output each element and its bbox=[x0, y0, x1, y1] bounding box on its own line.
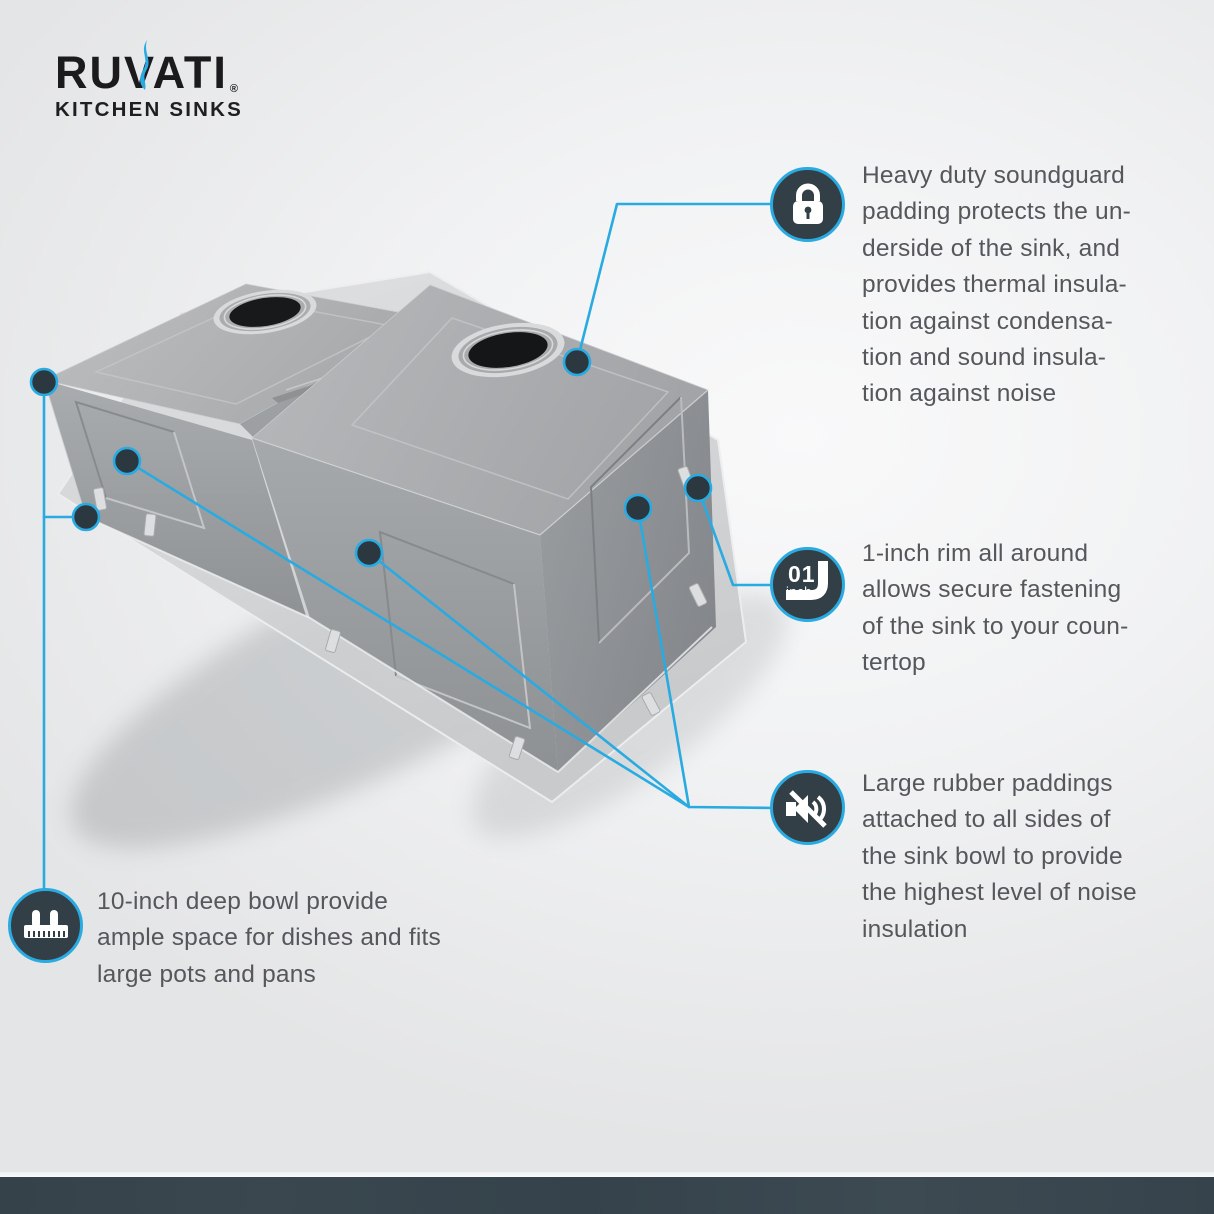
depth-ruler-icon bbox=[23, 909, 68, 938]
logo-brand-text: RUVATI bbox=[55, 47, 228, 98]
right-bowl-score-line bbox=[350, 317, 670, 500]
rubber-padding-callout-text: Large rubber paddings attached to all si… bbox=[862, 770, 1137, 943]
rim-badge-number: 01 bbox=[788, 561, 816, 587]
left-bowl-panel bbox=[74, 400, 206, 530]
one-inch-rim-badge: 01 inch bbox=[770, 547, 845, 622]
ruvati-logo: RUVATI® KITCHEN SINKS bbox=[55, 40, 244, 122]
callout-point-dot bbox=[29, 367, 59, 397]
bowl-depth-callout-text: 10-inch deep bowl provide ample space fo… bbox=[97, 888, 441, 988]
muted-speaker-icon bbox=[785, 789, 827, 828]
mounting-clips bbox=[92, 466, 708, 760]
bowl-depth-badge bbox=[8, 888, 83, 963]
logo-tagline: KITCHEN SINKS bbox=[55, 98, 244, 121]
callout-point-dot bbox=[112, 446, 142, 476]
callout-point-dot bbox=[623, 493, 653, 523]
callout-point-dot bbox=[562, 347, 592, 377]
soundguard-connector-line bbox=[575, 202, 781, 364]
flange-edge-highlight bbox=[85, 516, 713, 774]
callout-point-dot bbox=[683, 473, 713, 503]
rubber-padding-badge bbox=[770, 770, 845, 845]
rim-connector-line bbox=[696, 486, 781, 587]
one-inch-rim-icon bbox=[786, 561, 828, 600]
right-bowl bbox=[251, 284, 716, 772]
rubber-connector-line-front bbox=[367, 551, 691, 809]
left-drain-hole bbox=[213, 289, 317, 335]
lock-icon bbox=[792, 183, 823, 224]
rim-callout-text: 1-inch rim all around allows secure fast… bbox=[862, 540, 1129, 677]
callout-point-dot bbox=[354, 538, 384, 568]
connector-lines bbox=[42, 202, 781, 895]
soundguard-badge bbox=[770, 167, 845, 242]
registered-trademark: ® bbox=[229, 83, 240, 95]
rubber-connector-line-right bbox=[636, 506, 691, 809]
callout-point-dot bbox=[71, 502, 101, 532]
right-drain-hole bbox=[451, 322, 565, 378]
bottom-divider-strip bbox=[0, 1172, 1214, 1177]
bottom-bar bbox=[0, 1177, 1214, 1214]
soundguard-callout-text: Heavy duty soundguard padding protects t… bbox=[862, 162, 1132, 408]
flame-icon bbox=[140, 40, 149, 90]
logo-wordmark: RUVATI® bbox=[55, 40, 243, 98]
right-bowl-side-panel bbox=[589, 396, 691, 644]
right-bowl-front-panel bbox=[378, 530, 532, 730]
callout-point-dots bbox=[29, 347, 713, 568]
